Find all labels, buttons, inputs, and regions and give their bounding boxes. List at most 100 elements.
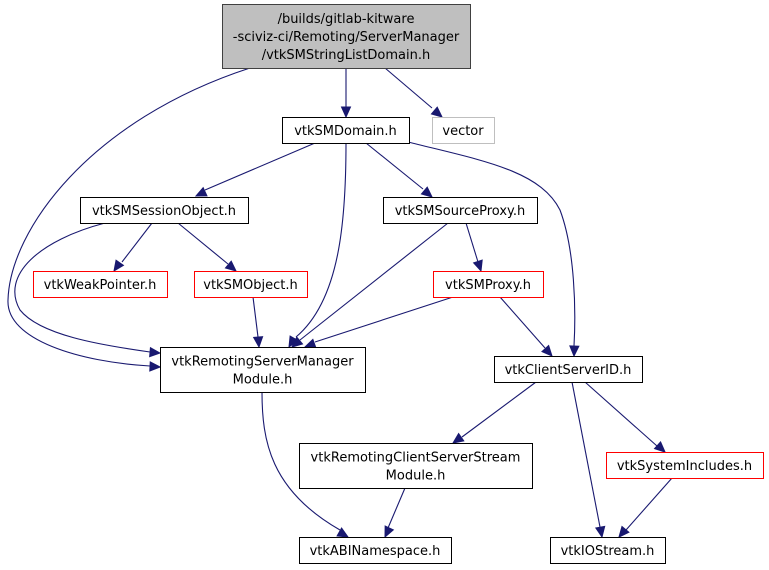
edge-line [14,222,151,353]
edge-vtkSMDomain-to-vtkRemotingServerManagerModule [288,142,347,349]
edge-vtkRemotingServerManagerModule-to-vtkABINamespace [261,391,350,538]
node-label: vtkSMDomain.h [294,124,397,139]
node-vector[interactable]: vector [432,117,495,144]
edge-line [7,67,251,367]
node-label: -sciviz-ci/Remoting/ServerManager [233,30,460,45]
edge-line [261,391,341,531]
node-vtkWeakPointer[interactable]: vtkWeakPointer.h [33,271,168,298]
node-label: Module.h [386,469,446,484]
node-box [160,347,366,393]
edge-line [295,142,347,338]
node-label: vtkRemotingClientServerStream [311,451,521,466]
nodes-layer: /builds/gitlab-kitware -sciviz-ci/Remotin… [33,4,764,564]
node-label: vtkRemotingServerManager [171,355,354,370]
arrowhead-icon [149,346,162,358]
node-vtkABINamespace[interactable]: vtkABINamespace.h [299,537,452,564]
edge-root-to-vector [384,67,443,118]
node-box [194,271,308,298]
arrowhead-icon [336,527,350,538]
arrowhead-icon [420,186,433,198]
arrowhead-icon [113,259,125,272]
node-box [299,537,452,564]
arrowhead-icon [594,525,606,539]
arrowhead-icon [340,106,352,119]
edge-line [384,67,433,109]
node-label: vtkABINamespace.h [310,544,441,559]
arrowhead-icon [472,259,483,273]
edge-line [584,381,658,447]
arrowhead-icon [653,441,666,453]
arrowhead-icon [252,336,264,349]
arrowhead-icon [291,336,304,348]
node-label: vtkSMProxy.h [445,278,531,293]
node-vtkSMObject[interactable]: vtkSMObject.h [194,271,308,298]
edge-vtkSMSourceProxy-to-vtkRemotingServerManagerModule [291,222,449,348]
edge-line [499,296,546,349]
arrowhead-icon [194,186,208,197]
arrowhead-icon [452,432,465,444]
edge-vtkClientServerID-to-vtkIOStream [571,381,606,539]
node-vtkSystemIncludes[interactable]: vtkSystemIncludes.h [606,452,764,479]
node-label: vtkSMObject.h [203,278,298,293]
node-box [282,117,410,144]
node-box [550,537,666,564]
node-box [80,197,249,224]
edge-vtkSMSessionObject-to-vtkWeakPointer [113,222,153,272]
edge-vtkSMDomain-to-vtkSMSessionObject [194,142,316,197]
arrowhead-icon [541,344,553,357]
node-box [494,356,643,383]
node-box [299,443,533,489]
edge-vtkSMSourceProxy-to-vtkSMProxy [465,222,483,273]
edge-line [177,222,229,265]
edge-line [407,141,576,347]
node-label: Module.h [233,373,293,388]
arrowhead-icon [224,260,237,272]
edge-vtkSMDomain-to-vtkSMSourceProxy [365,142,433,198]
edge-vtkSMProxy-to-vtkRemotingServerManagerModule [303,296,454,349]
node-vtkSMProxy[interactable]: vtkSMProxy.h [433,271,544,298]
node-label: vtkIOStream.h [561,544,655,559]
edge-vtkSystemIncludes-to-vtkIOStream [618,477,673,538]
arrowhead-icon [149,361,162,372]
edge-vtkClientServerID-to-vtkRemotingClientServerStreamModule [452,381,537,444]
node-box [33,271,168,298]
edge-vtkSMObject-to-vtkRemotingServerManagerModule [252,296,264,349]
edge-line [461,381,537,438]
arrowhead-icon [569,345,580,358]
node-label: vector [442,124,484,139]
edge-line [299,222,449,341]
arrowhead-icon [430,106,443,118]
edge-vtkSMDomain-to-vtkClientServerID [407,141,580,358]
edge-root-to-vtkRemotingServerManagerModule [7,67,251,372]
edge-line [387,487,406,529]
node-vtkSMSourceProxy[interactable]: vtkSMSourceProxy.h [383,197,538,224]
node-label: vtkClientServerID.h [505,363,632,378]
node-box [433,271,544,298]
edge-vtkClientServerID-to-vtkSystemIncludes [584,381,666,453]
edge-root-to-vtkSMDomain [340,68,352,119]
node-box [383,197,538,224]
edge-line [204,142,316,191]
edge-vtkSMSessionObject-to-vtkSMObject [177,222,237,272]
edge-line [365,142,424,190]
node-box [606,452,764,479]
node-vtkSMDomain[interactable]: vtkSMDomain.h [282,117,410,144]
edge-line [121,222,153,263]
node-label: /builds/gitlab-kitware [278,12,415,27]
node-box [222,4,471,69]
edge-vtkRemotingClientServerStreamModule-to-vtkABINamespace [384,487,406,539]
node-label: /vtkSMStringListDomain.h [262,48,431,63]
edge-line [252,296,259,338]
node-vtkSMSessionObject[interactable]: vtkSMSessionObject.h [80,197,249,224]
node-vtkClientServerID[interactable]: vtkClientServerID.h [494,356,643,383]
node-label: vtkSystemIncludes.h [617,459,752,474]
node-root: /builds/gitlab-kitware -sciviz-ci/Remotin… [222,4,471,69]
node-box [432,117,495,144]
node-vtkIOStream[interactable]: vtkIOStream.h [550,537,666,564]
edge-vtkSMSessionObject-to-vtkRemotingServerManagerModule [14,222,162,358]
arrowhead-icon [618,525,630,538]
node-label: vtkWeakPointer.h [44,278,157,293]
